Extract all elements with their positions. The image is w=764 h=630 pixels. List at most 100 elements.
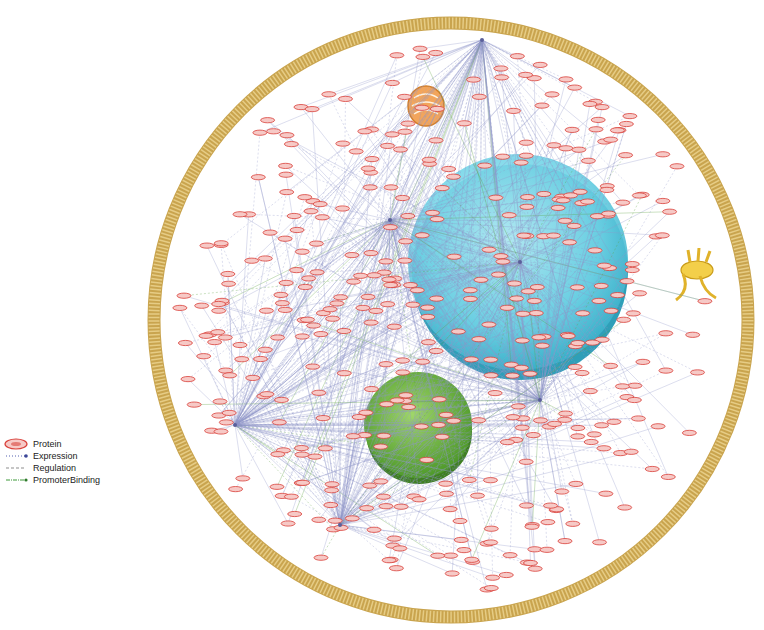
network-edge (340, 525, 535, 549)
protein-node (219, 420, 233, 425)
network-edge (344, 40, 482, 373)
protein-node (258, 347, 272, 352)
network-edge (335, 400, 540, 521)
protein-node (379, 504, 393, 509)
protein-node (402, 404, 416, 409)
protein-node (451, 329, 465, 334)
network-edge (184, 262, 520, 296)
network-edge (540, 130, 619, 400)
protein-node (645, 466, 659, 471)
protein-node (263, 230, 277, 235)
network-edge (340, 391, 590, 525)
legend-sample (4, 474, 30, 486)
protein-node (515, 425, 529, 430)
network-edge (204, 220, 390, 356)
protein-node (505, 373, 519, 378)
network-edge (235, 146, 388, 425)
protein-node (271, 335, 285, 340)
network-edge (449, 169, 520, 262)
protein-node (279, 163, 293, 168)
protein-node (274, 292, 288, 297)
protein-node (467, 77, 481, 82)
network-edge (390, 220, 469, 480)
network-edge (540, 150, 579, 400)
network-edge (228, 274, 235, 425)
protein-node (626, 311, 640, 316)
network-edge (482, 40, 566, 79)
protein-node (484, 357, 498, 362)
protein-node (447, 418, 461, 423)
promoter-binding-head (24, 478, 27, 481)
protein-node (382, 277, 396, 282)
protein-node (511, 404, 525, 409)
protein-node (365, 157, 379, 162)
hub-node (233, 423, 237, 427)
network-edge (388, 146, 521, 262)
protein-node (463, 296, 477, 301)
protein-node (625, 267, 639, 272)
network-edge (520, 129, 596, 262)
protein-node (587, 432, 601, 437)
network-edge (482, 40, 578, 428)
protein-node (529, 311, 543, 316)
network-edge (367, 40, 482, 508)
protein-node (295, 446, 309, 451)
protein-node (604, 363, 618, 368)
protein-node (398, 258, 412, 263)
hub-node (480, 38, 484, 42)
protein-node (377, 433, 391, 438)
network-edge (235, 311, 611, 425)
protein-node (222, 410, 236, 415)
legend-row: PromoterBinding (4, 474, 100, 486)
network-edge (308, 320, 541, 400)
protein-node (398, 94, 412, 99)
protein-node (489, 195, 503, 200)
network-edge (520, 163, 521, 262)
protein-node (445, 571, 459, 576)
protein-node (325, 488, 339, 493)
protein-node (365, 387, 379, 392)
network-edge (235, 425, 288, 524)
network-edge (235, 425, 400, 548)
network-edge (235, 209, 343, 426)
protein-node (308, 454, 322, 459)
protein-node (507, 281, 521, 286)
protein-node (519, 459, 533, 464)
network-edge (329, 40, 482, 94)
protein-node (267, 129, 281, 134)
network-edge (482, 40, 666, 371)
network-edge (185, 262, 520, 343)
protein-node (537, 191, 551, 196)
protein-node (670, 164, 684, 169)
hub-node (518, 260, 522, 264)
protein-node (364, 251, 378, 256)
network-edge (390, 40, 482, 227)
network-edge (520, 130, 617, 262)
network-edge (279, 220, 390, 422)
protein-node (525, 524, 539, 529)
protein-node (396, 358, 410, 363)
network-edge (393, 400, 540, 546)
protein-node (572, 147, 586, 152)
network-edge (520, 262, 604, 266)
network-edge (312, 109, 340, 525)
network-edge (464, 40, 482, 123)
network-edge (235, 285, 391, 425)
network-edge (453, 40, 482, 177)
protein-node (390, 53, 404, 58)
protein-node (651, 424, 665, 429)
protein-node (430, 106, 444, 111)
protein-node (214, 241, 228, 246)
network-edge (439, 400, 541, 425)
protein-node (271, 452, 285, 457)
protein-node (517, 233, 531, 238)
protein-node (246, 375, 260, 380)
protein-node (376, 494, 390, 499)
protein-node (261, 118, 275, 123)
protein-node (636, 359, 650, 364)
network-edge (341, 262, 520, 297)
network-edge (235, 425, 491, 588)
protein-node (584, 439, 598, 444)
protein-node (565, 127, 579, 132)
protein-node (253, 130, 267, 135)
